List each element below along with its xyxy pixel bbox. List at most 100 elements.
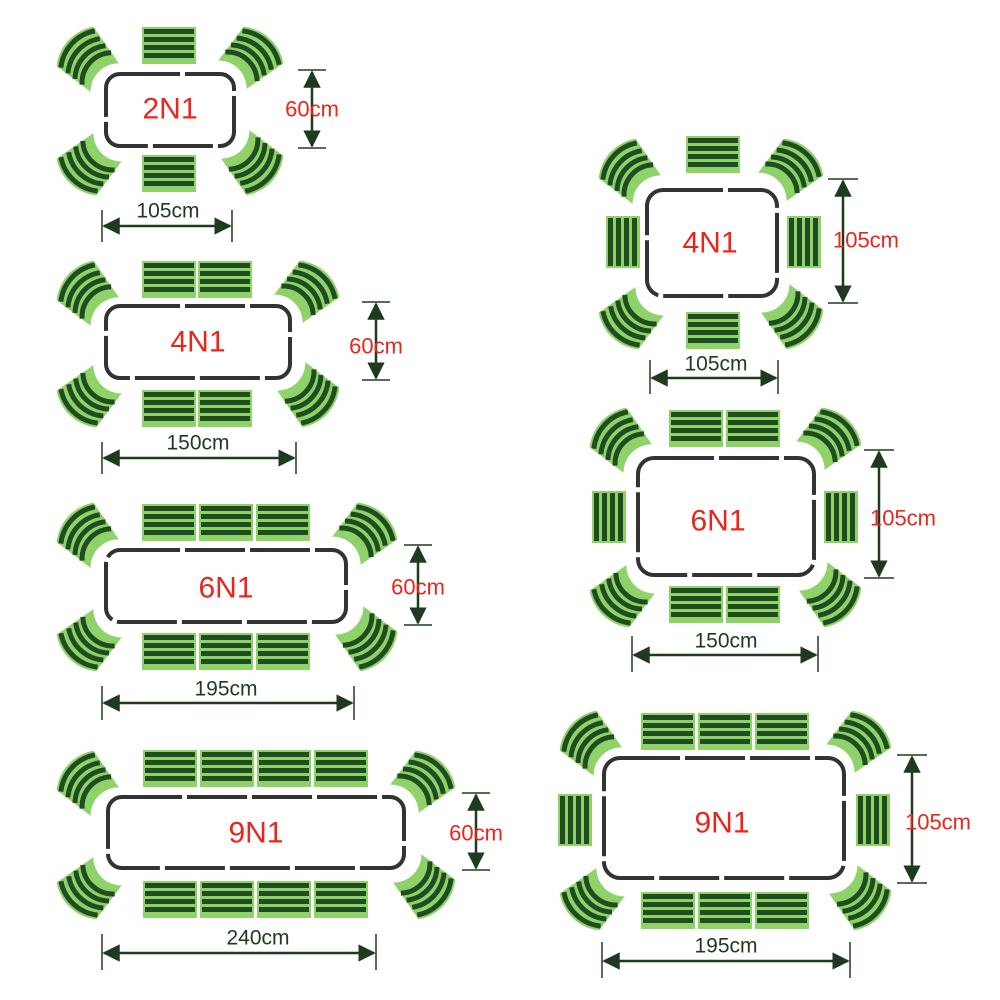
corner-chair [584,559,659,634]
bench-seat [142,390,196,427]
depth-label: 105cm [870,506,936,531]
table-name: 6N1 [198,572,253,605]
table-name: 4N1 [682,227,737,260]
table-name: 6N1 [690,505,745,538]
corner-chair [554,862,629,937]
corner-chair [50,255,125,330]
width-label: 150cm [694,630,757,653]
corner-chair [822,704,897,779]
table-outline [104,72,236,148]
bench-seat [698,713,752,750]
table-outline [602,756,846,880]
corner-chair [328,496,403,571]
corner-chair [329,602,404,677]
corner-chair [386,744,461,819]
depth-label: 60cm [449,821,503,846]
depth-label: 60cm [391,575,445,600]
corner-chair [592,133,667,208]
bench-seat [142,633,196,670]
corner-chair [553,705,628,780]
width-label: 240cm [226,927,289,950]
corner-chair [270,254,345,329]
width-label: 105cm [684,353,747,376]
bench-seat [199,504,253,541]
width-label: 150cm [166,432,229,455]
depth-label: 60cm [285,97,339,122]
bench-seat-side [856,794,890,846]
bench-seat [200,881,254,918]
corner-chair [51,359,126,434]
table-name: 9N1 [694,807,749,840]
corner-chair [215,126,290,201]
bench-seat [142,155,196,192]
corner-chair [51,127,126,202]
bench-seat-side [824,491,858,543]
corner-chair [823,861,898,936]
width-label: 195cm [694,935,757,958]
bench-seat [200,750,254,787]
bench-seat [669,410,723,447]
table-name: 4N1 [170,326,225,359]
corner-chair [51,851,126,926]
bench-seat [755,713,809,750]
corner-chair [50,497,125,572]
corner-chair [50,21,125,96]
depth-label: 105cm [905,810,971,835]
bench-seat-side [787,216,821,268]
bench-seat-side [558,794,592,846]
table-outline [636,456,816,577]
bench-seat [314,750,368,787]
layout-9n1-square: 9N1 105cm 195cm [553,704,971,978]
depth-label: 60cm [349,334,403,359]
bench-seat [641,892,695,929]
corner-chair [50,745,125,820]
table-outline [104,548,348,624]
bench-seat [257,750,311,787]
bench-seat [686,312,740,349]
bench-seat-side [592,491,626,543]
layout-2n1-small: 2N1 60cm 105cm [50,20,339,242]
bench-seat [314,881,368,918]
corner-chair [387,850,462,925]
layout-4n1-square: 4N1 105cm 105cm [592,132,899,394]
corner-chair [583,402,658,477]
table-name: 9N1 [228,817,283,850]
layout-4n1-small: 4N1 60cm 150cm [50,254,403,474]
bench-seat [143,881,197,918]
bench-seat [256,504,310,541]
layout-6n1-small: 6N1 60cm 195cm [50,496,445,720]
layout-6n1-square: 6N1 105cm 150cm [583,401,936,672]
bench-seat [726,410,780,447]
table-outline [106,795,406,870]
table-outline [104,304,292,380]
bench-seat [142,27,196,64]
bench-seat [198,261,252,298]
layout-9n1-small: 9N1 60cm 240cm [50,744,503,970]
bench-seat [198,390,252,427]
width-label: 105cm [136,200,199,223]
bench-seat [686,136,740,173]
bench-seat [199,633,253,670]
bench-seat [256,633,310,670]
table-outline [645,188,779,298]
corner-chair [51,603,126,678]
bench-seat [257,881,311,918]
corner-chair [793,558,868,633]
width-label: 195cm [194,678,257,701]
corner-chair [214,20,289,95]
bench-seat [641,713,695,750]
bench-seat [143,750,197,787]
depth-label: 105cm [833,228,899,253]
bench-seat [142,261,196,298]
bench-seat [755,892,809,929]
corner-chair [754,132,829,207]
bench-seat-side [606,216,640,268]
corner-chair [792,401,867,476]
corner-chair [271,358,346,433]
bench-seat [698,892,752,929]
corner-chair [755,280,830,355]
bench-seat [726,586,780,623]
bench-seat [142,504,196,541]
table-name: 2N1 [142,93,197,126]
